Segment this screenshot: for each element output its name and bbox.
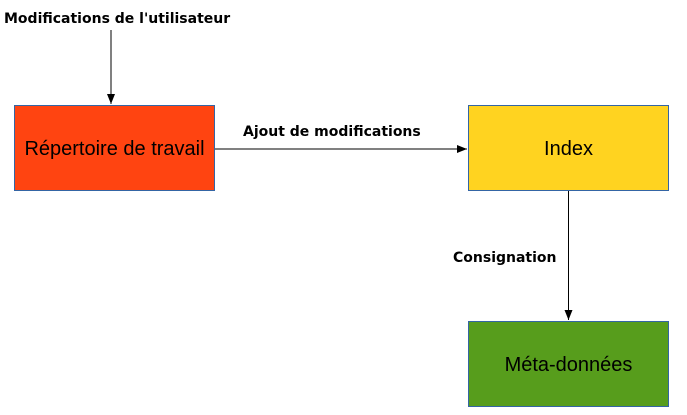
commit-label: Consignation: [453, 250, 557, 266]
working-directory-label: Répertoire de travail: [24, 138, 204, 160]
index-node: Index: [468, 105, 669, 191]
working-directory-node: Répertoire de travail: [14, 105, 215, 191]
add-changes-label: Ajout de modifications: [243, 124, 421, 140]
metadata-node: Méta-données: [468, 321, 669, 407]
metadata-label: Méta-données: [505, 354, 633, 376]
working-directory-box: [14, 105, 215, 191]
metadata-box: [468, 321, 669, 407]
user-modifications-label: Modifications de l'utilisateur: [4, 11, 230, 27]
index-box: [468, 105, 669, 191]
index-label: Index: [544, 138, 593, 160]
